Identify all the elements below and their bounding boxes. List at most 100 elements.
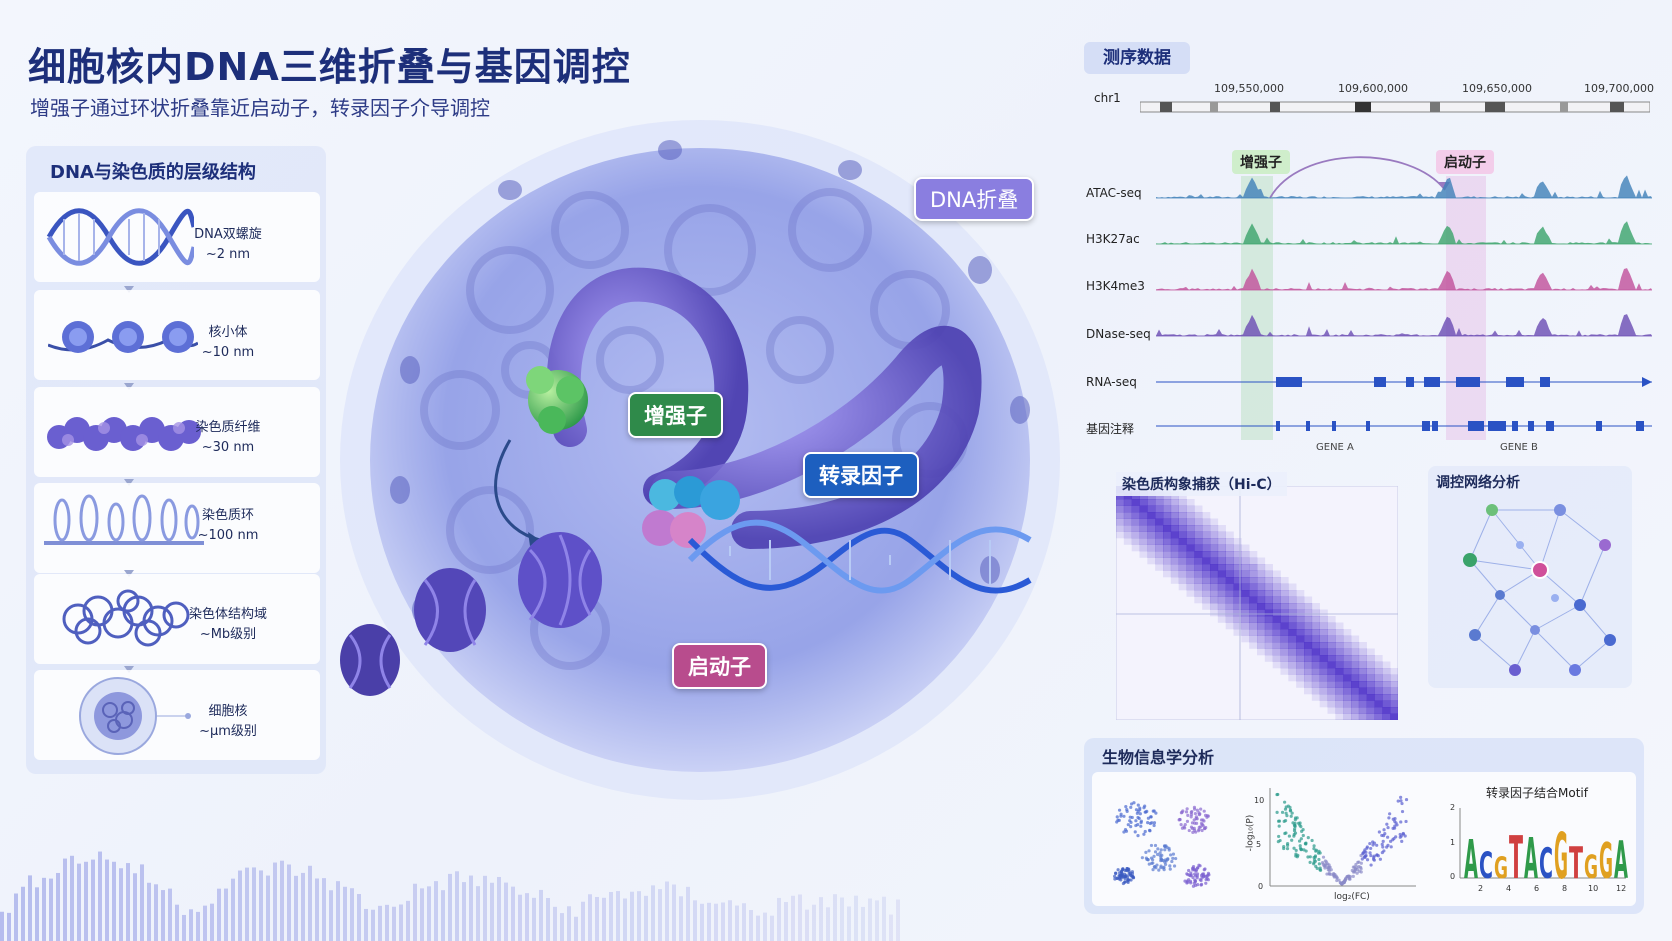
gene-exon [1366,421,1370,431]
decorative-bar [791,895,795,941]
volcano-point [1285,843,1290,847]
hic-cell [1217,590,1226,597]
hic-cell [1296,655,1305,662]
hic-cell [1225,538,1234,545]
decorative-bar [490,882,494,941]
hic-cell [1116,531,1125,539]
down-arrow-icon [124,666,134,673]
gene-exon [1422,421,1430,431]
motif-letter: A [1524,827,1538,893]
decorative-bar [854,895,858,941]
hic-cell [1249,557,1258,565]
hic-cell [1249,603,1258,610]
hic-cell [1155,551,1164,558]
umap-point [1163,848,1167,852]
hic-cell [1139,525,1148,532]
volcano-point [1315,866,1319,870]
hic-cell [1217,596,1226,604]
hic-cell [1178,512,1187,519]
umap-point [1197,827,1201,832]
decorative-bar [105,859,109,941]
hic-cell [1147,499,1156,506]
hic-cell [1241,590,1250,597]
volcano-point [1362,855,1366,859]
motif-letter: A [1464,828,1478,891]
hic-cell [1327,694,1336,701]
volcano-point [1368,851,1372,855]
volcano-point [1312,847,1316,851]
hic-cell [1210,538,1219,545]
umap-point [1204,881,1208,885]
hic-cell [1335,674,1344,682]
hic-cell [1264,622,1273,630]
umap-point [1186,813,1190,817]
hic-cell [1311,674,1320,682]
umap-point [1184,810,1189,814]
hic-cell [1319,694,1328,701]
rna-exon [1540,377,1550,387]
hic-cell [1311,609,1320,617]
hic-cell [1390,687,1398,695]
volcano-point [1347,877,1351,881]
hic-cell [1327,629,1336,636]
volcano-point [1317,857,1321,862]
decorative-bar [763,912,767,941]
hic-cell [1233,583,1242,591]
umap-point [1192,818,1196,822]
hic-cell [1202,577,1211,584]
decorative-bar [357,894,361,941]
hic-cell [1155,512,1164,519]
decorative-bar [742,903,746,941]
hic-cell [1241,570,1250,578]
hic-cell [1194,544,1203,552]
motif-ytick: 0 [1450,872,1456,881]
umap-point [1126,880,1130,884]
bioinformatics-content [1092,772,1636,906]
hic-cell [1304,648,1313,656]
hic-cell [1202,551,1211,558]
umap-point [1125,866,1129,871]
decorative-bar [203,905,207,941]
motif-ytick: 1 [1450,838,1456,847]
hic-cell [1264,616,1273,623]
hic-cell [1280,577,1289,584]
hierarchy-item-nucleus [34,670,320,760]
decorative-bar [413,883,417,941]
hic-cell [1257,603,1266,610]
umap-point [1136,815,1140,820]
umap-point [1199,878,1203,883]
decorative-bar [840,897,844,941]
hierarchy-label-nucleus: 细胞核~μm级别 [199,704,257,739]
umap-point [1128,819,1132,823]
hic-cell [1288,655,1297,662]
umap-point [1147,849,1151,853]
hic-cell [1186,564,1195,571]
decorative-bar [462,882,466,941]
decorative-bar [168,888,172,941]
page-subtitle: 增强子通过环状折叠靠近启动子，转录因子介导调控 [30,96,490,120]
hic-cell [1390,674,1398,682]
umap-point [1196,866,1200,870]
volcano-point [1380,850,1384,855]
hic-cell [1351,648,1360,656]
volcano-point [1372,841,1377,845]
track-label: 基因注释 [1086,422,1135,436]
decorative-bar [70,855,74,941]
umap-point [1115,820,1119,824]
volcano-point [1396,799,1400,803]
decorative-bar [378,905,382,941]
umap-point [1192,807,1197,811]
umap-point [1177,818,1181,822]
hic-cell [1296,609,1305,617]
decorative-bar [252,867,256,941]
coordinate-label: 109,700,000 [1584,82,1654,95]
hic-cell [1280,583,1289,591]
hic-cell [1366,681,1375,688]
hic-cell [1296,674,1305,682]
volcano-point [1304,842,1308,846]
hic-cell [1335,648,1344,656]
volcano-point [1378,857,1382,861]
hic-cell [1178,531,1187,539]
hic-cell [1319,681,1328,688]
hic-cell [1264,635,1273,643]
